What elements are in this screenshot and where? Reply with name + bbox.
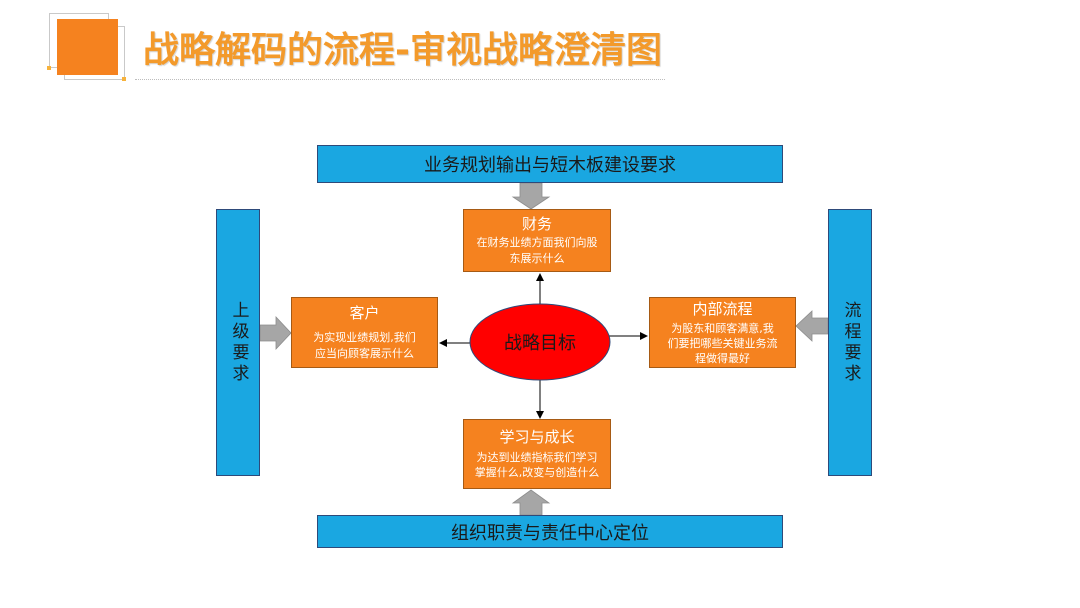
left-requirement-label: 上级要求 bbox=[228, 300, 249, 385]
customer-desc-line: 为实现业绩规划,我们 bbox=[313, 330, 416, 344]
right-arrow-left-bar-to-customer bbox=[259, 315, 292, 351]
title-deco-dot bbox=[122, 77, 126, 81]
learning-growth-desc-line: 为达到业绩指标我们学习 bbox=[476, 451, 598, 464]
bottom-requirement-label: 组织职责与责任中心定位 bbox=[451, 522, 649, 544]
title-divider bbox=[135, 79, 665, 80]
page-title: 战略解码的流程-审视战略澄清图 bbox=[143, 30, 662, 71]
title-deco-dot bbox=[47, 66, 51, 70]
learning-growth-desc-line: 掌握什么,改变与创造什么 bbox=[474, 466, 600, 479]
learning-growth-box: 学习与成长 为达到业绩指标我们学习 掌握什么,改变与创造什么 bbox=[463, 419, 611, 489]
customer-desc-line: 应当向顾客展示什么 bbox=[315, 346, 414, 360]
strategy-goal-ellipse bbox=[469, 303, 611, 381]
internal-process-desc-line: 为股东和顾客满意,我 bbox=[671, 321, 774, 335]
title-deco-square bbox=[57, 19, 118, 75]
customer-box: 客户 为实现业绩规划,我们 应当向顾客展示什么 bbox=[291, 297, 438, 368]
bottom-requirement-bar: 组织职责与责任中心定位 bbox=[317, 515, 783, 548]
finance-desc-line: 东展示什么 bbox=[509, 251, 565, 265]
finance-desc-line: 在财务业绩方面我们向股 bbox=[476, 235, 598, 249]
internal-process-title: 内部流程 bbox=[692, 299, 753, 318]
strategy-goal-label: 战略目标 bbox=[504, 333, 576, 354]
right-requirement-bar: 流程要求 bbox=[828, 209, 872, 476]
right-requirement-label: 流程要求 bbox=[840, 300, 861, 385]
customer-title: 客户 bbox=[349, 303, 380, 322]
internal-process-desc-line: 程做得最好 bbox=[695, 351, 750, 365]
finance-title: 财务 bbox=[521, 214, 552, 233]
left-requirement-bar: 上级要求 bbox=[216, 209, 260, 476]
top-requirement-bar: 业务规划输出与短木板建设要求 bbox=[317, 145, 783, 183]
up-arrow-bottom-bar-to-learning bbox=[511, 489, 551, 516]
left-arrow-right-bar-to-internal bbox=[795, 310, 829, 342]
top-requirement-label: 业务规划输出与短木板建设要求 bbox=[424, 155, 676, 176]
internal-process-box: 内部流程 为股东和顾客满意,我 们要把哪些关键业务流 程做得最好 bbox=[649, 297, 796, 368]
finance-box: 财务 在财务业绩方面我们向股 东展示什么 bbox=[463, 209, 611, 272]
down-arrow-top-bar-to-finance bbox=[511, 182, 551, 210]
internal-process-desc-line: 们要把哪些关键业务流 bbox=[667, 336, 778, 350]
learning-growth-title: 学习与成长 bbox=[499, 428, 575, 446]
